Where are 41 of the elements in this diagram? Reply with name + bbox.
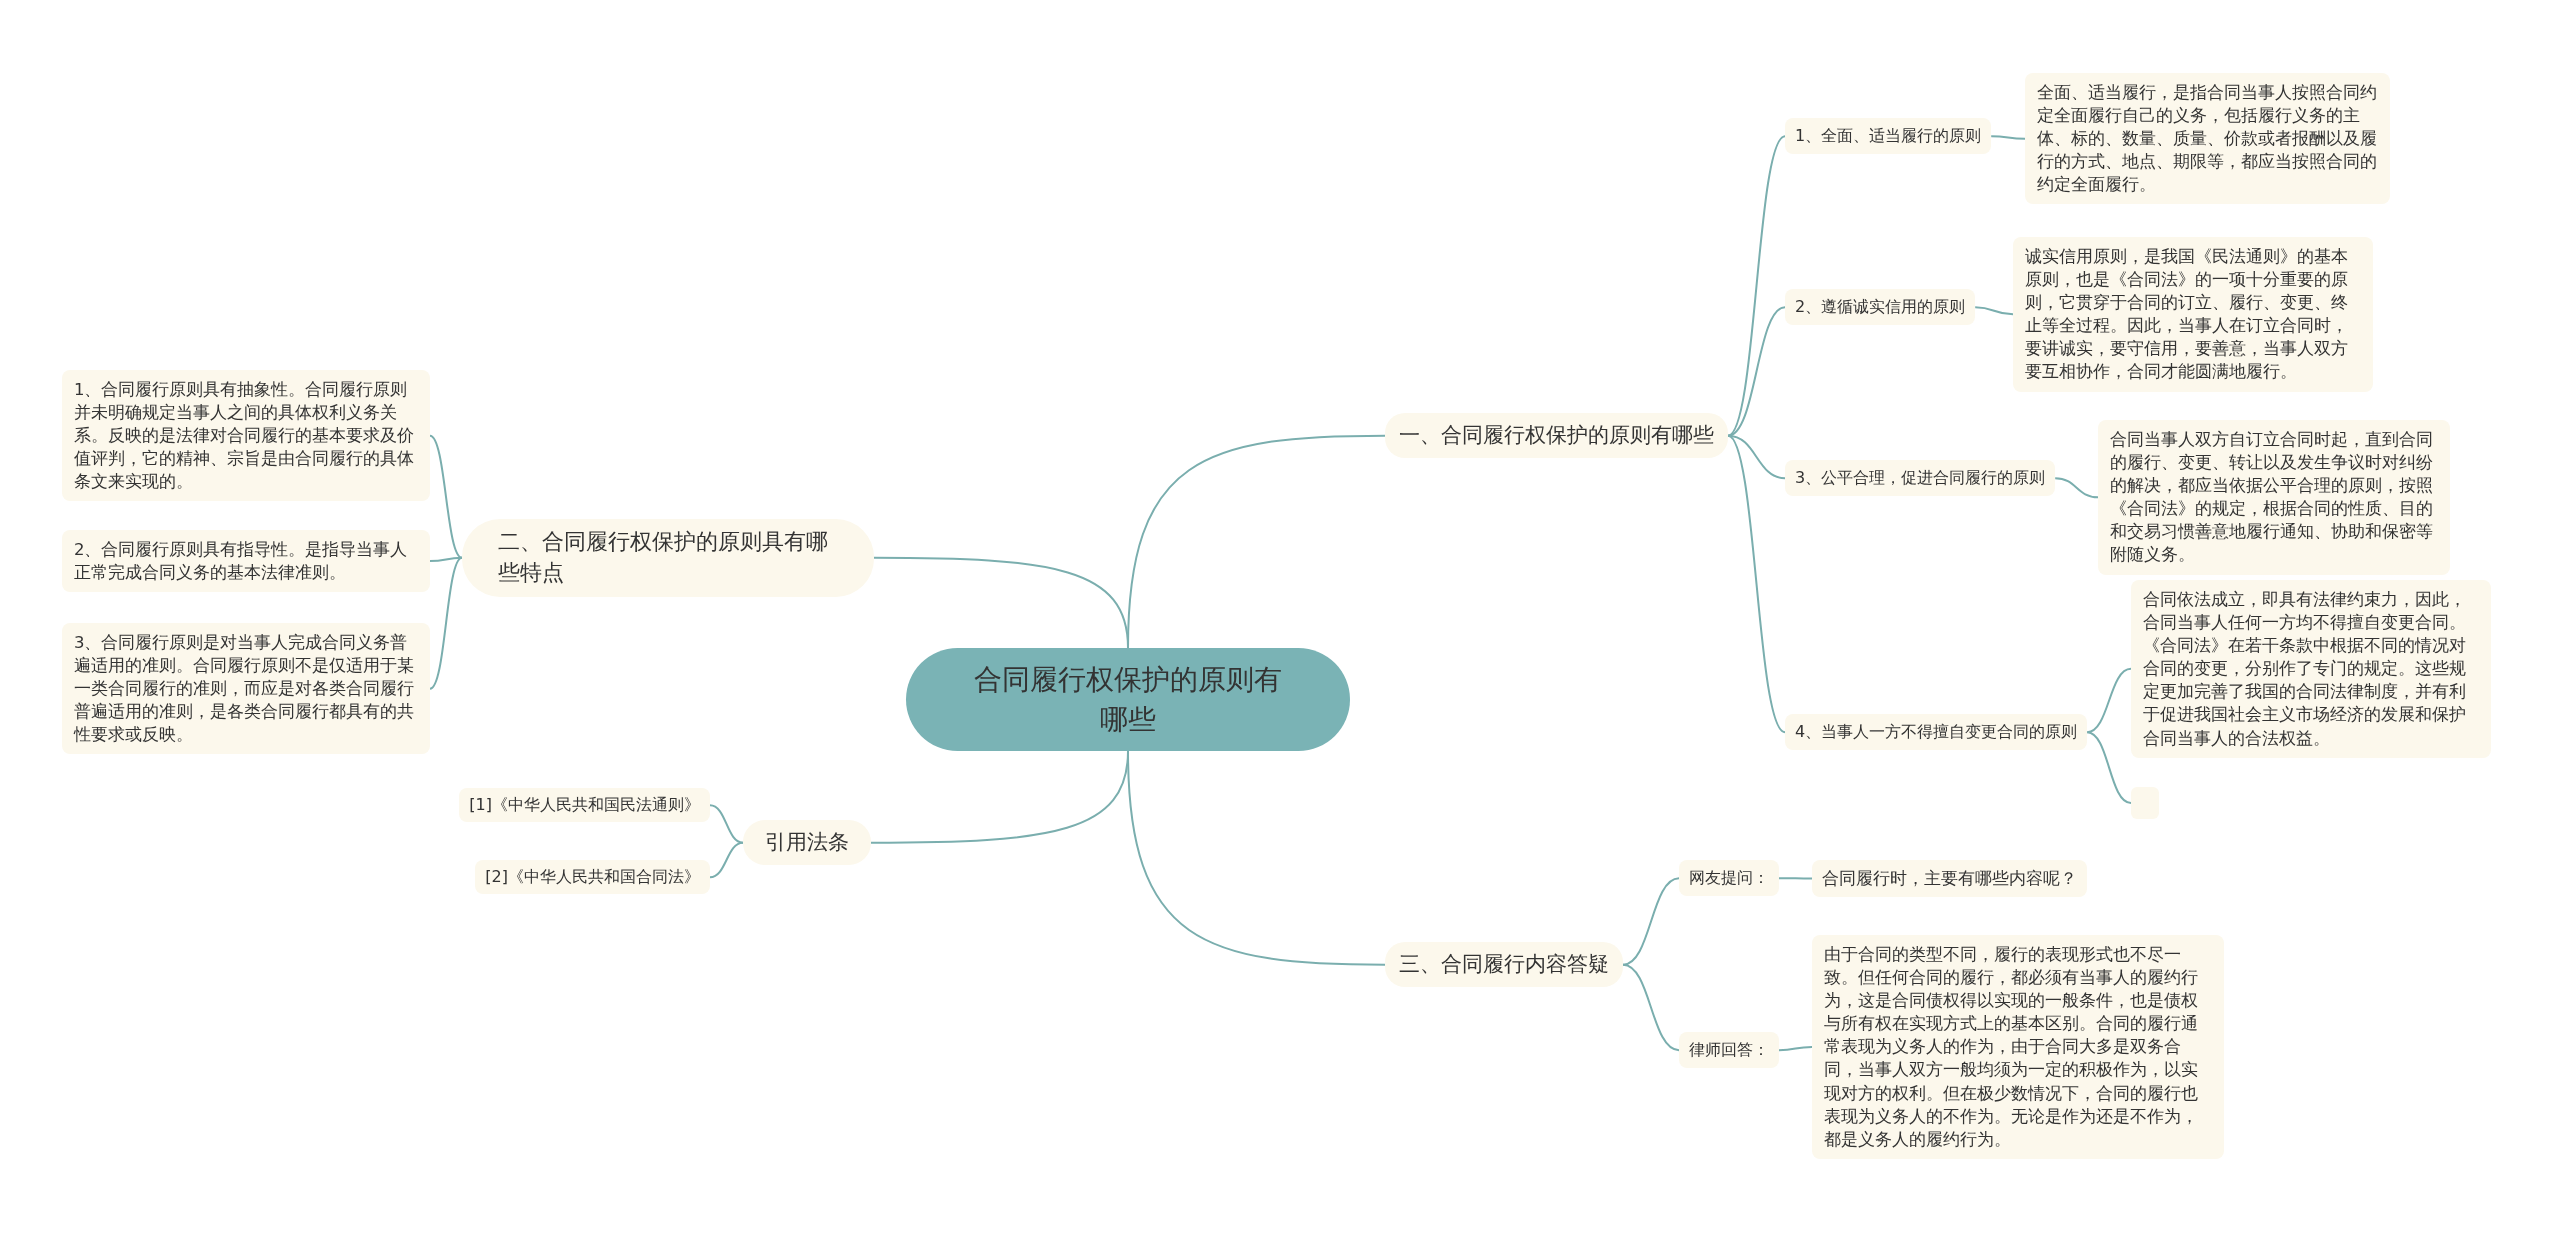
note-box: 1、合同履行原则具有抽象性。合同履行原则并未明确规定当事人之间的具体权利义务关系。反映的是法律对合同履行的基本要求及价值评判，它的精神、宗旨是由合同履行的具体条文来实现的。 xyxy=(62,370,430,502)
connector-line xyxy=(1622,963,1680,1052)
note-box: 合同依法成立，即具有法律约束力，因此，合同当事人任何一方均不得擅自变更合同。《合同法》在若干条款中根据不同的情况对合同的变更，分别作了专门的规定。这些规定更加完善了我国的合同法律制度，并有利于促进我国社会主义市场经济的发展和保护合同当事人的合法权益。 xyxy=(2131,580,2491,758)
note-box: 诚实信用原则，是我国《民法通则》的基本原则，也是《合同法》的一项十分重要的原则，它贯穿于合同的订立、履行、变更、终止等全过程。因此，当事人在订立合同时，要讲诚实，要守信用，要善意，当事人双方要互相协作，合同才能圆满地履行。 xyxy=(2013,237,2373,392)
topic-box: 2、遵循诚实信用的原则 xyxy=(1785,289,1976,326)
central-topic: 合同履行权保护的原则有哪些 xyxy=(906,648,1350,751)
topic-box: [2]《中华人民共和国合同法》 xyxy=(475,860,710,895)
note-box: 由于合同的类型不同，履行的表现形式也不尽一致。但任何合同的履行，都必须有当事人的履约行为，这是合同债权得以实现的一般条件，也是债权与所有权在实现方式上的基本区别。合同的履行通常表现为义务人的作为，由于合同大多是双务合同，当事人双方一般均须为一定的积极作为，以实现对方的权利。但在极少数情况下，合同的履行也表现为义务人的不作为。无论是作为还是不作为，都是义务人的履约行为。 xyxy=(1812,935,2224,1159)
connector-line xyxy=(1727,434,1786,734)
connector-line xyxy=(1974,306,2014,316)
note-box: 全面、适当履行，是指合同当事人按照合同约定全面履行自己的义务，包括履行义务的主体、标的、数量、质量、价款或者报酬以及履行的方式、地点、期限等，都应当按照合同的约定全面履行。 xyxy=(2025,73,2390,205)
connector-line xyxy=(1622,877,1680,966)
note-box: 3、合同履行原则是对当事人完成合同义务普遍适用的准则。合同履行原则不是仅适用于某一类合同履行的准则，而应是对各类合同履行普遍适用的准则，是各类合同履行都具有的共性要求或反映。 xyxy=(62,623,430,755)
topic-box: 1、全面、适当履行的原则 xyxy=(1785,118,1992,155)
connector-line xyxy=(1727,306,1786,437)
connector-line xyxy=(1778,877,1813,880)
topic-box: 一、合同履行权保护的原则有哪些 xyxy=(1385,413,1728,459)
topic-box: 引用法条 xyxy=(743,820,871,866)
connector-line xyxy=(429,556,463,563)
note-box: 合同当事人双方自订立合同时起，直到合同的履行、变更、转让以及发生争议时对纠纷的解决，都应当依据公平合理的原则，按照《合同法》的规定，根据合同的性质、目的和交易习惯善意地履行通知、协助和保密等附随义务。 xyxy=(2098,420,2450,575)
connector-line xyxy=(1778,1045,1813,1052)
connector-line xyxy=(1990,135,2026,140)
topic-box: 二、合同履行权保护的原则具有哪些特点 xyxy=(462,519,874,597)
topic-box: 三、合同履行内容答疑 xyxy=(1385,942,1623,988)
connector-line xyxy=(2086,731,2132,804)
connector-line xyxy=(709,804,744,844)
connector-line xyxy=(870,750,1129,844)
connector-line xyxy=(429,556,463,690)
topic-box: 合同履行时，主要有哪些内容呢？ xyxy=(1812,860,2087,898)
connector-line xyxy=(2086,667,2132,734)
topic-box: [1]《中华人民共和国民法通则》 xyxy=(459,788,710,823)
connector-line xyxy=(873,556,1129,649)
topic-box: 4、当事人一方不得擅自变更合同的原则 xyxy=(1785,714,2088,751)
connector-line xyxy=(2054,477,2099,499)
topic-box: 律师回答： xyxy=(1679,1032,1779,1069)
connector-line xyxy=(429,434,463,559)
note-box: 2、合同履行原则具有指导性。是指导当事人正常完成合同义务的基本法律准则。 xyxy=(62,530,430,593)
topic-box: 3、公平合理，促进合同履行的原则 xyxy=(1785,460,2056,497)
empty-box xyxy=(2131,787,2159,819)
connector-line xyxy=(709,841,744,879)
topic-box: 网友提问： xyxy=(1679,860,1779,897)
